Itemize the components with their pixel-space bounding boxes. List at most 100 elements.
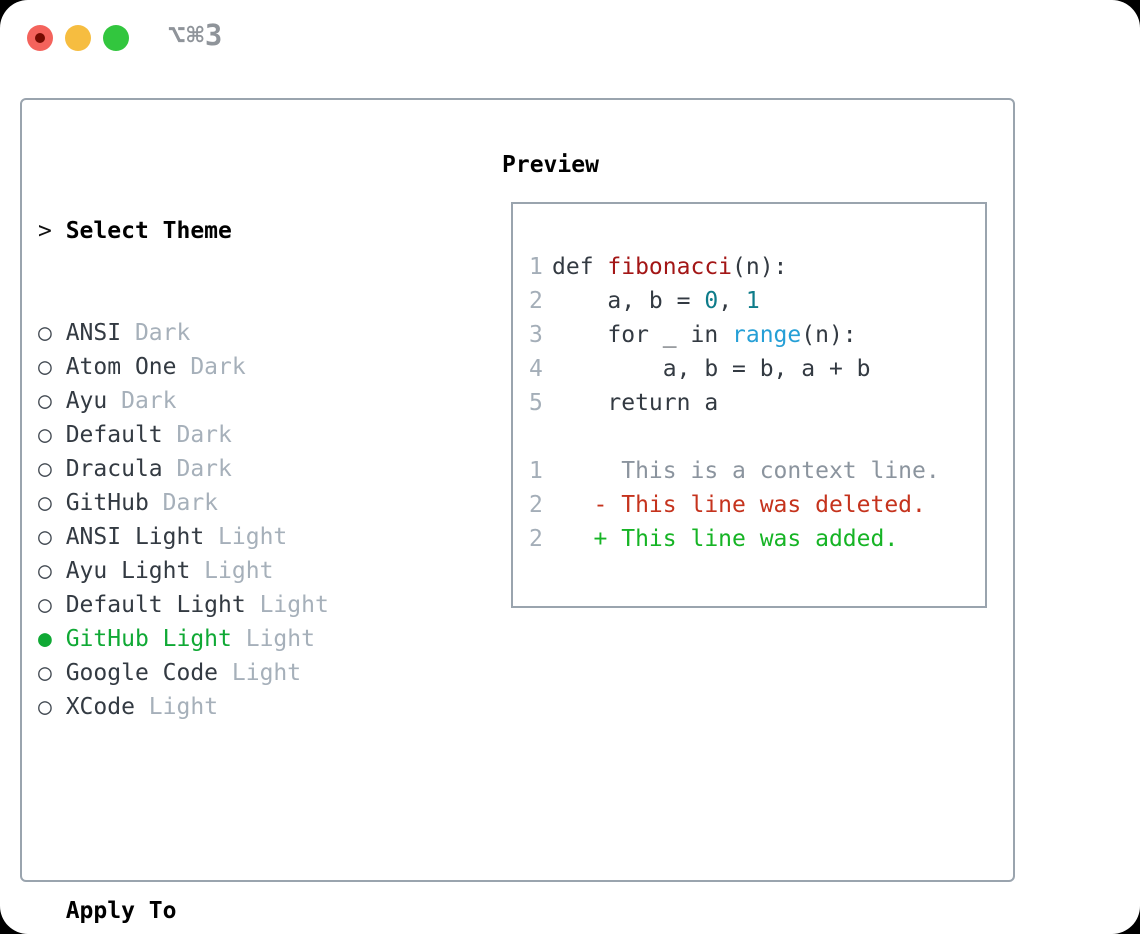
code-text: a, b = b, a + b [552,356,871,382]
select-theme-header: > Select Theme [38,214,426,248]
theme-list-column: > Select Theme ○ ANSI Dark○ Atom One Dar… [38,146,426,934]
line-number: 1 [529,458,543,484]
radio-unselected-icon: ○ [38,320,66,346]
token-added: + This line was added. [552,526,899,552]
theme-option-ayu-light[interactable]: ○ Ayu Light Light [38,554,426,588]
radio-unselected-icon: ○ [38,660,66,686]
maximize-button[interactable] [103,25,129,51]
theme-variant-tag: Dark [107,388,177,414]
radio-unselected-icon: ○ [38,694,66,720]
code-line: 5 return a [529,386,985,420]
theme-variant-tag: Dark [121,320,191,346]
apply-to-header: Apply To [38,894,426,928]
theme-picker-panel: > Select Theme ○ ANSI Dark○ Atom One Dar… [20,98,1015,924]
code-line: 2 a, b = 0, 1 [529,284,985,318]
theme-name: Ayu Light [65,558,191,584]
diff-deleted-line: 2 - This line was deleted. [529,488,985,522]
theme-option-google-code[interactable]: ○ Google Code Light [38,656,426,690]
code-text: - This line was deleted. [552,492,926,518]
theme-option-github[interactable]: ○ GitHub Dark [38,486,426,520]
code-text: a, b = 0, 1 [552,288,760,314]
radio-selected-icon: ● [38,626,66,652]
theme-variant-tag: Light [134,694,219,720]
code-line: 4 a, b = b, a + b [529,352,985,386]
code-text: + This line was added. [552,526,899,552]
diff-added-line: 2 + This line was added. [529,522,985,556]
line-number: 2 [529,526,543,552]
focus-caret-icon: > [38,218,66,244]
apply-to-indent [38,898,66,924]
theme-option-xcode[interactable]: ○ XCode Light [38,690,426,724]
token-num: 1 [745,288,760,314]
token-builtin: range [732,322,802,348]
token-num: 0 [704,288,719,314]
theme-name: Dracula [65,456,163,482]
theme-variant-tag: Dark [162,456,232,482]
theme-option-atom-one[interactable]: ○ Atom One Dark [38,350,426,384]
token-context: This is a context line. [552,458,940,484]
window-title: ⌥⌘3 [168,18,224,52]
theme-option-default[interactable]: ○ Default Dark [38,418,426,452]
diff-context-line: 1 This is a context line. [529,454,985,488]
line-number: 4 [529,356,543,382]
blank-line [529,420,985,454]
radio-unselected-icon: ○ [38,388,66,414]
theme-name: GitHub [65,490,149,516]
titlebar: ⌥⌘3 [0,0,1140,76]
apply-to-label: Apply To [65,898,177,924]
theme-variant-tag: Dark [162,422,232,448]
theme-variant-tag: Light [231,626,315,652]
theme-name: ANSI [65,320,122,346]
token-fg: def [552,254,608,280]
token-fg: a, b = [552,288,705,314]
code-text: def fibonacci(n): [552,254,787,280]
code-line: 1 def fibonacci(n): [529,250,985,284]
close-button[interactable] [27,25,53,51]
radio-unselected-icon: ○ [38,422,66,448]
token-fg: (n): [801,322,857,348]
code-line: 3 for _ in range(n): [529,318,985,352]
theme-variant-tag: Light [190,558,274,584]
token-fg: for _ in [552,322,733,348]
theme-option-ansi-light[interactable]: ○ ANSI Light Light [38,520,426,554]
minimize-button[interactable] [65,25,91,51]
radio-unselected-icon: ○ [38,354,66,380]
line-number: 1 [529,254,543,280]
line-number: 5 [529,390,543,416]
radio-unselected-icon: ○ [38,456,66,482]
radio-unselected-icon: ○ [38,592,66,618]
token-func: fibonacci [607,254,733,280]
preview-header: Preview [502,152,599,178]
radio-unselected-icon: ○ [38,558,66,584]
radio-unselected-icon: ○ [38,490,66,516]
token-fg: return a [552,390,719,416]
theme-name: Default Light [65,592,246,618]
line-number: 2 [529,288,543,314]
theme-option-ayu[interactable]: ○ Ayu Dark [38,384,426,418]
theme-variant-tag: Light [204,524,288,550]
theme-option-ansi[interactable]: ○ ANSI Dark [38,316,426,350]
theme-option-github-light[interactable]: ● GitHub Light Light [38,622,426,656]
theme-variant-tag: Light [218,660,302,686]
select-theme-label: Select Theme [65,218,232,244]
token-deleted: - This line was deleted. [552,492,926,518]
theme-variant-tag: Light [245,592,329,618]
code-text: for _ in range(n): [552,322,857,348]
theme-variant-tag: Dark [176,354,246,380]
theme-list: ○ ANSI Dark○ Atom One Dark○ Ayu Dark○ De… [38,316,426,724]
theme-variant-tag: Dark [148,490,219,516]
theme-option-dracula[interactable]: ○ Dracula Dark [38,452,426,486]
theme-name: XCode [65,694,135,720]
theme-name: ANSI Light [65,524,205,550]
radio-unselected-icon: ○ [38,524,66,550]
code-text: This is a context line. [552,458,940,484]
token-fg: , [718,288,746,314]
theme-name: Atom One [65,354,177,380]
theme-option-default-light[interactable]: ○ Default Light Light [38,588,426,622]
spacer-row [38,792,426,826]
line-number: 2 [529,492,543,518]
token-fg: (n): [732,254,788,280]
